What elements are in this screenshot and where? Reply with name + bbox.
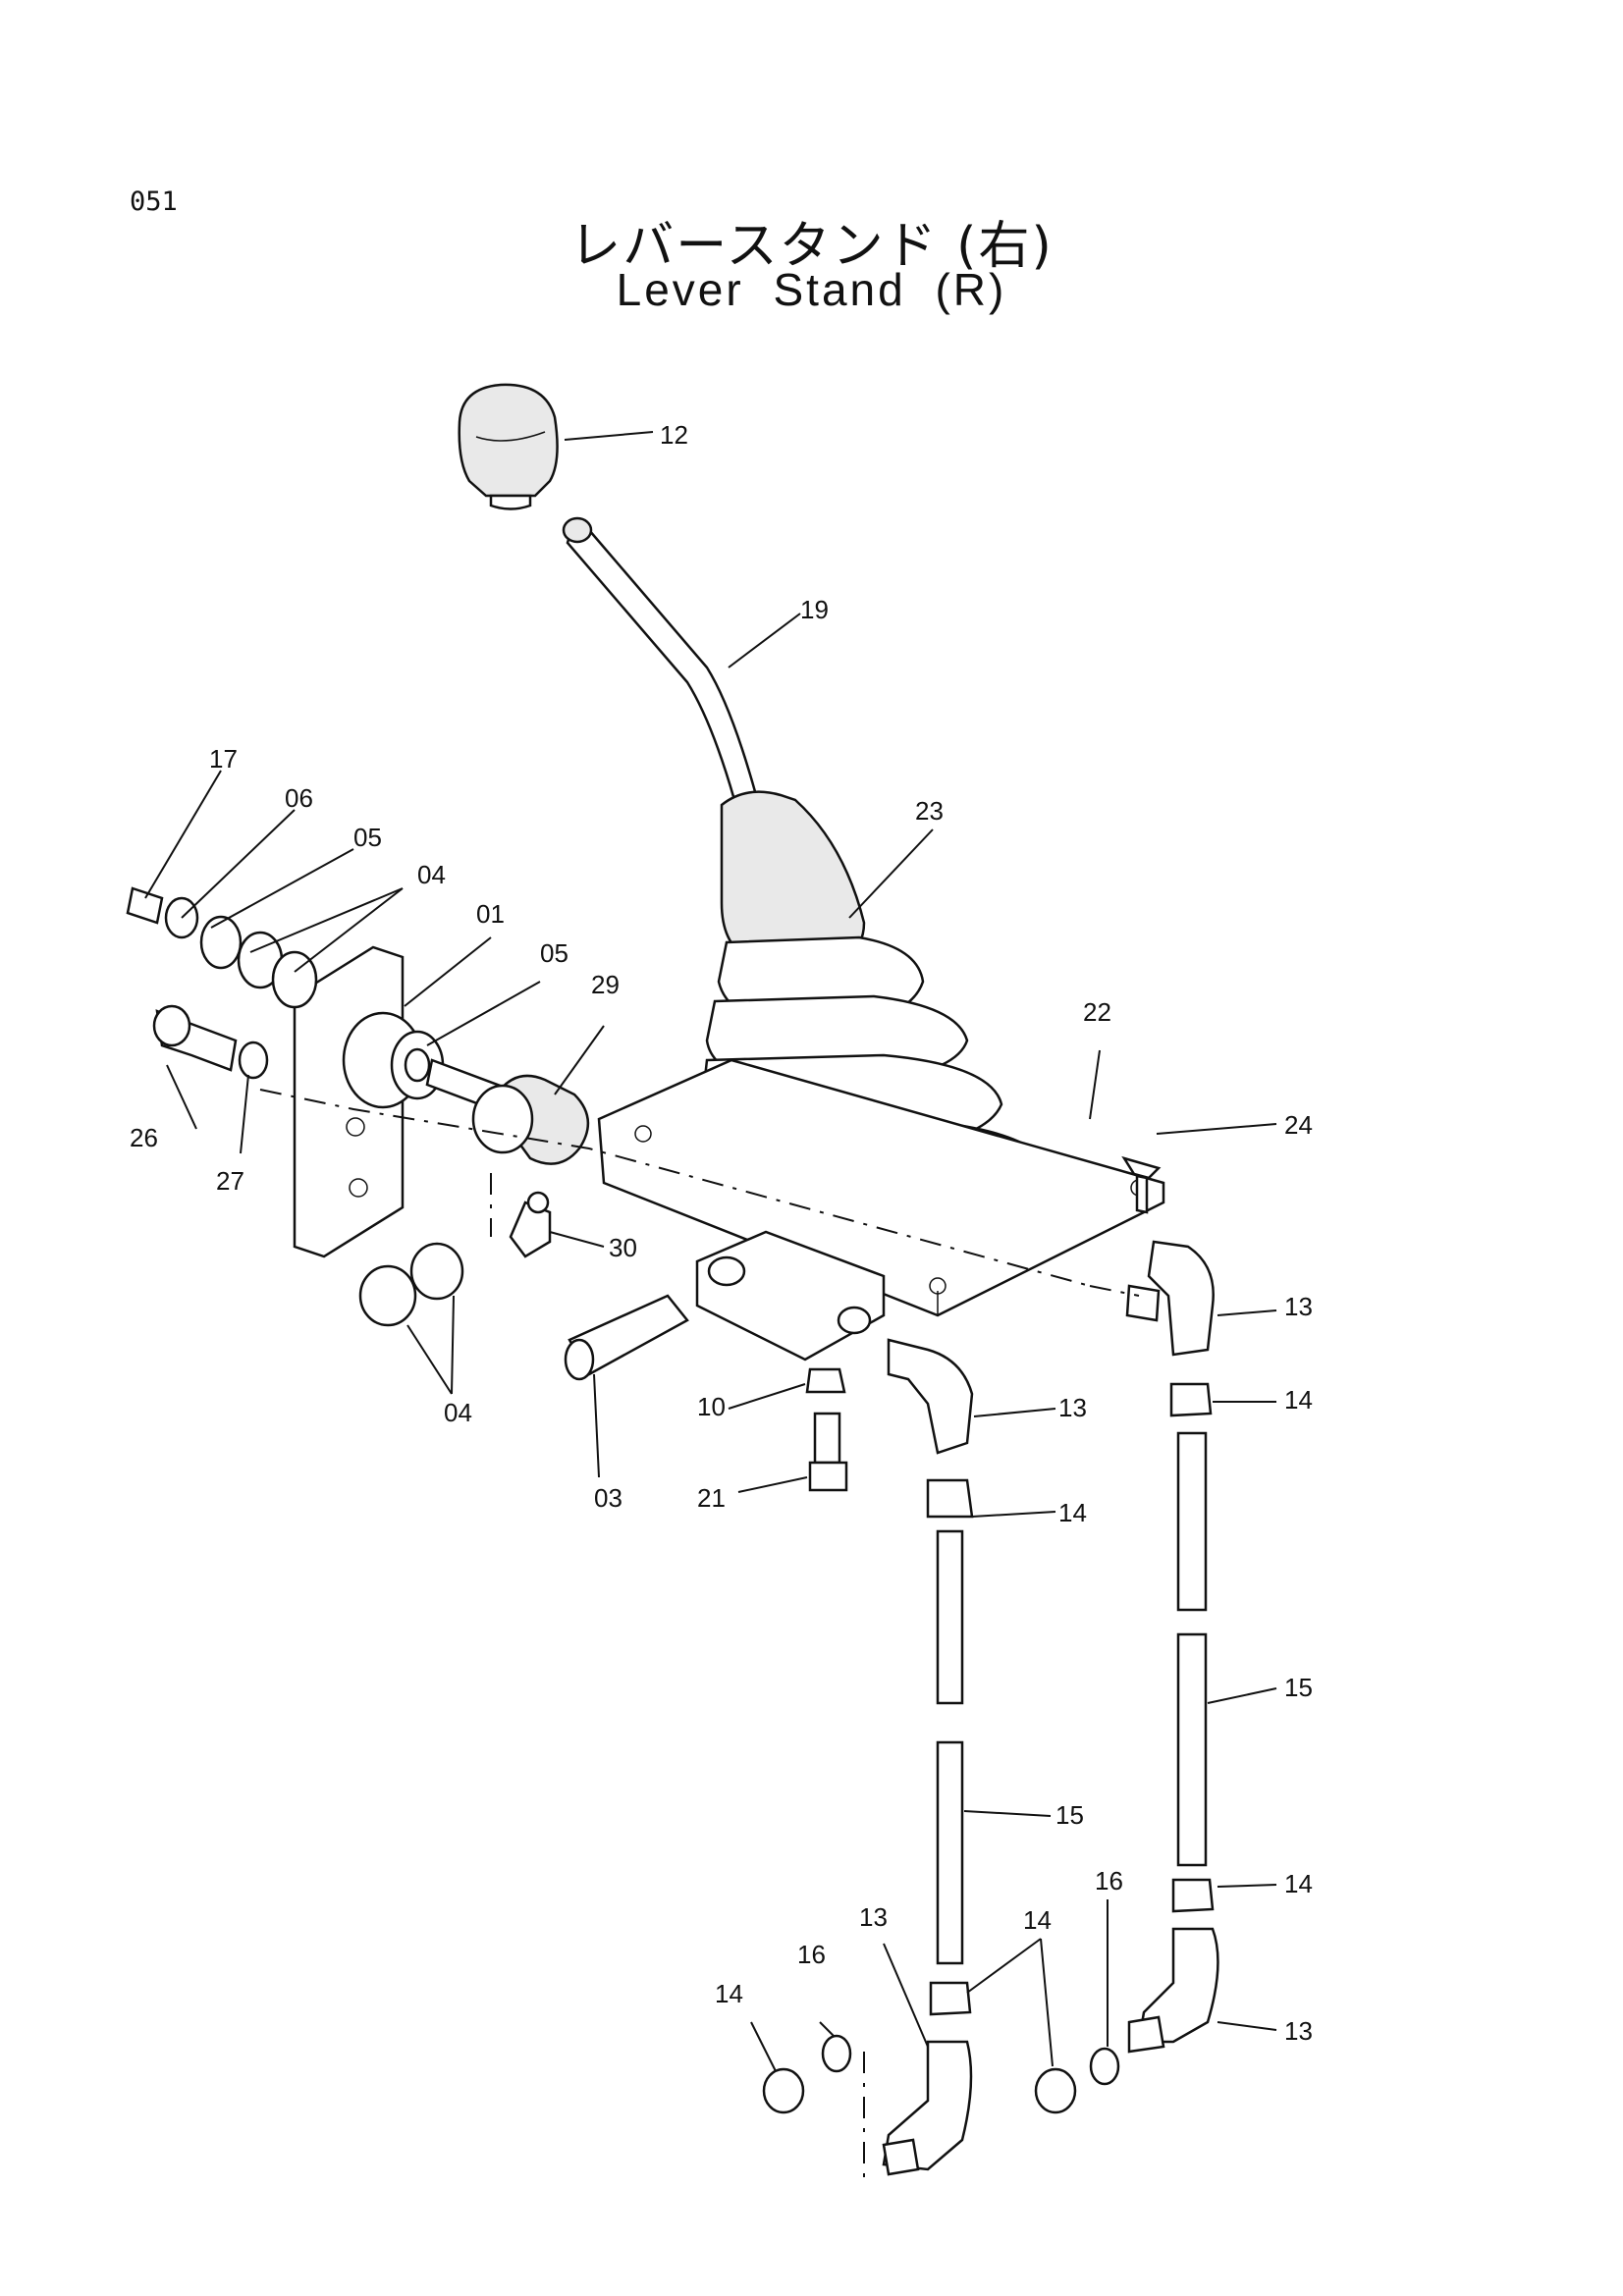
leader-lines: [144, 431, 1277, 2072]
part-bolt-26: [152, 1004, 269, 1080]
callout-12: 12: [660, 420, 688, 450]
callout-04-lower: 04: [444, 1398, 472, 1427]
callout-14-right-upper: 14: [1284, 1385, 1313, 1415]
callout-22: 22: [1083, 997, 1111, 1027]
callout-23: 23: [915, 796, 944, 826]
callout-04-upper: 04: [417, 860, 446, 889]
callout-13-right-lower: 13: [1284, 2016, 1313, 2046]
part-shaft-assembly: [390, 1030, 590, 1165]
part-lever-bracket: [695, 1230, 886, 1362]
callout-13-lower: 13: [859, 1902, 888, 1932]
callout-14-lower-mid: 14: [1023, 1905, 1052, 1935]
title-japanese: レバースタンド (右): [569, 217, 1054, 276]
part-pin: [564, 1294, 689, 1381]
callout-10: 10: [697, 1392, 726, 1421]
callout-21: 21: [697, 1483, 726, 1513]
callout-16-left: 16: [797, 1940, 826, 1969]
callout-15-center: 15: [1055, 1800, 1084, 1830]
callout-13-center: 13: [1058, 1393, 1087, 1422]
callout-24: 24: [1284, 1110, 1313, 1140]
part-knob: [458, 383, 559, 510]
callout-14-lower-left: 14: [715, 1979, 743, 2008]
callout-17: 17: [209, 744, 238, 774]
callout-29: 29: [591, 970, 620, 999]
title-english: Lever Stand (R): [616, 264, 1007, 315]
page-number: 051: [130, 187, 178, 217]
assembly-centerlines: [259, 1089, 1140, 1297]
callout-06: 06: [285, 783, 313, 813]
part-base-plate: [597, 1058, 1165, 1317]
part-right-linkage: [1034, 1240, 1219, 2114]
part-grease-fitting: [509, 1191, 552, 1258]
callout-19: 19: [800, 595, 829, 624]
callout-30: 30: [609, 1233, 637, 1262]
part-lever: [562, 516, 758, 802]
callout-05-upper: 05: [353, 823, 382, 852]
callout-16-right: 16: [1095, 1866, 1123, 1896]
callout-15-right: 15: [1284, 1673, 1313, 1702]
part-nut-bolt-center: [805, 1367, 848, 1492]
callout-03: 03: [594, 1483, 622, 1513]
part-bushings-upper: [126, 886, 318, 1009]
callout-labels: 12 19 17 06 05 04 01 05 29 23 22 24 26 2…: [130, 420, 1313, 2046]
callout-26: 26: [130, 1123, 158, 1152]
callout-14-right-lower: 14: [1284, 1869, 1313, 1898]
callout-01: 01: [476, 899, 505, 929]
part-lower-left-nut-washer: [762, 2034, 865, 2184]
callout-14-center: 14: [1058, 1498, 1087, 1527]
part-screw: [1121, 1155, 1162, 1214]
callout-05-lower: 05: [540, 938, 568, 968]
part-center-linkage: [882, 1338, 974, 2176]
callout-27: 27: [216, 1166, 244, 1196]
callout-13-right-upper: 13: [1284, 1292, 1313, 1321]
part-bushings-lower: [358, 1242, 464, 1327]
